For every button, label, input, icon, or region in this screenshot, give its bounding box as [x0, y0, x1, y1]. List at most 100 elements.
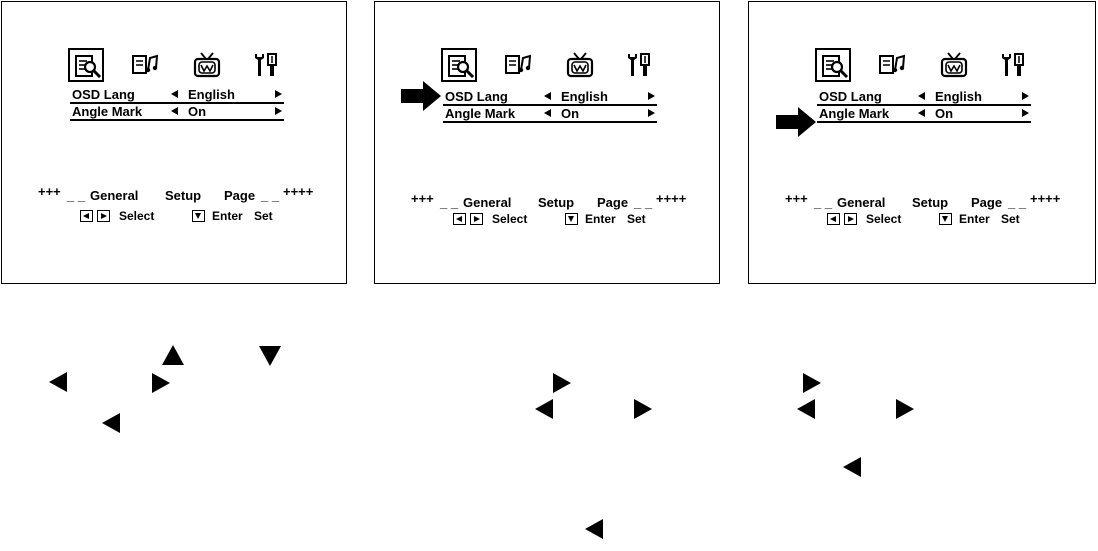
pointer-arrow-icon — [776, 107, 816, 137]
left-arrow-icon — [535, 399, 553, 419]
tools-icon[interactable] — [620, 48, 656, 82]
dashes-left: _ _ — [67, 188, 86, 203]
angle-mark-label: Angle Mark — [445, 106, 516, 121]
right-arrow-icon[interactable] — [648, 92, 655, 100]
right-arrow-icon — [896, 399, 914, 419]
magnifier-document-icon[interactable] — [68, 48, 104, 82]
audio-document-icon[interactable] — [875, 48, 911, 82]
down-key-icon — [939, 213, 952, 225]
audio-document-icon[interactable] — [501, 48, 537, 82]
left-arrow-icon — [843, 457, 861, 477]
select-hint: Select — [492, 212, 528, 226]
left-arrow-icon[interactable] — [171, 90, 178, 98]
down-arrow-icon — [259, 346, 281, 366]
general-word: General — [837, 195, 886, 210]
enter-hint: Enter — [212, 209, 243, 223]
page-word: Page — [971, 195, 1003, 210]
angle-mark-label: Angle Mark — [72, 104, 143, 119]
plus-marks-right: ++++ — [656, 191, 687, 206]
tv-icon[interactable] — [189, 48, 225, 82]
row-divider — [70, 102, 284, 104]
dashes-right: _ _ — [1008, 195, 1027, 210]
audio-document-icon[interactable] — [128, 48, 164, 82]
left-key-icon — [80, 210, 93, 222]
right-arrow-icon[interactable] — [275, 90, 282, 98]
left-arrow-icon[interactable] — [918, 109, 925, 117]
menu-row-osd-lang[interactable]: OSD Lang English — [443, 89, 657, 106]
page-word: Page — [224, 188, 256, 203]
left-key-icon — [827, 213, 840, 225]
angle-mark-value: On — [188, 104, 207, 119]
row-divider — [817, 104, 1031, 106]
down-key-icon — [565, 213, 578, 225]
right-arrow-icon — [553, 373, 571, 393]
dashes-left: _ _ — [814, 195, 833, 210]
set-hint: Set — [254, 209, 273, 223]
osd-lang-label: OSD Lang — [72, 87, 135, 102]
right-arrow-icon — [634, 399, 652, 419]
tools-icon[interactable] — [247, 48, 283, 82]
dashes-right: _ _ — [261, 188, 280, 203]
right-arrow-icon[interactable] — [648, 109, 655, 117]
osd-lang-label: OSD Lang — [445, 89, 508, 104]
set-hint: Set — [1001, 212, 1020, 226]
plus-marks-left: +++ — [411, 191, 434, 206]
left-arrow-icon[interactable] — [544, 109, 551, 117]
general-word: General — [463, 195, 512, 210]
row-divider — [817, 121, 1031, 123]
menu-icon-bar — [439, 48, 654, 84]
left-arrow-icon[interactable] — [544, 92, 551, 100]
osd-lang-value: English — [188, 87, 235, 102]
menu-row-angle-mark[interactable]: Angle Mark On — [443, 106, 657, 123]
right-arrow-icon[interactable] — [1022, 92, 1029, 100]
row-divider — [443, 104, 657, 106]
row-divider — [70, 119, 284, 121]
menu-icon-bar — [66, 48, 281, 84]
row-divider — [443, 121, 657, 123]
osd-lang-label: OSD Lang — [819, 89, 882, 104]
left-arrow-icon — [49, 372, 67, 392]
right-arrow-icon[interactable] — [1022, 109, 1029, 117]
enter-hint: Enter — [959, 212, 990, 226]
setup-word: Setup — [538, 195, 575, 210]
left-arrow-icon[interactable] — [918, 92, 925, 100]
up-arrow-icon — [162, 345, 184, 365]
tv-icon[interactable] — [936, 48, 972, 82]
key-hint-line: Select Enter Set — [77, 209, 287, 225]
select-hint: Select — [866, 212, 902, 226]
left-arrow-icon — [102, 413, 120, 433]
osd-panel-2: OSD Lang English Angle Mark On +++ _ _ G… — [374, 1, 720, 284]
left-arrow-icon — [797, 399, 815, 419]
menu-row-osd-lang[interactable]: OSD Lang English — [817, 89, 1031, 106]
menu-row-angle-mark[interactable]: Angle Mark On — [817, 106, 1031, 123]
osd-lang-value: English — [935, 89, 982, 104]
right-arrow-icon — [152, 373, 170, 393]
menu-row-angle-mark[interactable]: Angle Mark On — [70, 104, 284, 121]
set-hint: Set — [627, 212, 646, 226]
magnifier-document-icon[interactable] — [815, 48, 851, 82]
select-hint: Select — [119, 209, 155, 223]
setup-word: Setup — [165, 188, 202, 203]
right-arrow-icon — [803, 373, 821, 393]
page-word: Page — [597, 195, 629, 210]
magnifier-document-icon[interactable] — [441, 48, 477, 82]
osd-panel-3: OSD Lang English Angle Mark On +++ _ _ G… — [748, 1, 1096, 284]
general-word: General — [90, 188, 139, 203]
right-arrow-icon[interactable] — [275, 107, 282, 115]
key-hint-line: Select Enter Set — [824, 212, 1034, 228]
right-key-icon — [470, 213, 483, 225]
enter-hint: Enter — [585, 212, 616, 226]
left-arrow-icon[interactable] — [171, 107, 178, 115]
left-key-icon — [453, 213, 466, 225]
pointer-arrow-icon — [401, 81, 441, 111]
left-arrow-icon — [585, 519, 603, 539]
osd-lang-value: English — [561, 89, 608, 104]
right-key-icon — [97, 210, 110, 222]
plus-marks-left: +++ — [785, 191, 808, 206]
down-key-icon — [192, 210, 205, 222]
tv-icon[interactable] — [562, 48, 598, 82]
tools-icon[interactable] — [994, 48, 1030, 82]
key-hint-line: Select Enter Set — [450, 212, 660, 228]
menu-row-osd-lang[interactable]: OSD Lang English — [70, 87, 284, 104]
plus-marks-right: ++++ — [283, 184, 314, 199]
